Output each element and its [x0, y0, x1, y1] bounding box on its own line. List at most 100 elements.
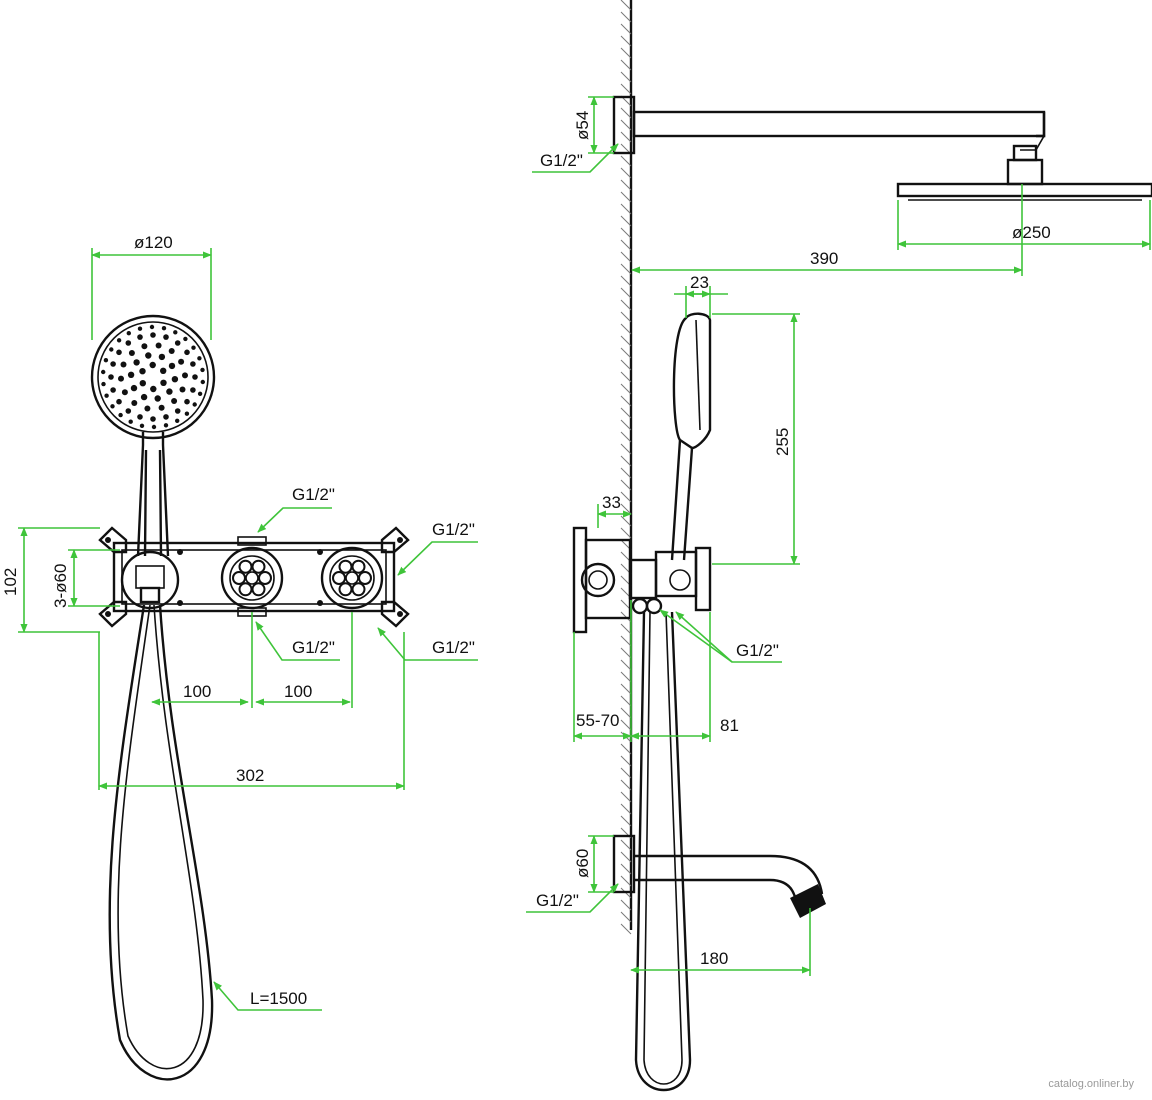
nozzle-dot: [137, 334, 143, 340]
dim-hand-shower-diameter: ø120: [134, 233, 173, 252]
hatch-line: [620, 527, 632, 539]
valve-petal: [232, 571, 246, 585]
shower-hose-side: [634, 611, 692, 1092]
nozzle-dot: [141, 343, 148, 350]
nozzle-dot: [184, 398, 190, 405]
hatch-line: [620, 839, 632, 851]
hatch-line: [620, 311, 632, 323]
nozzle-dot: [125, 408, 132, 414]
hatch-line: [620, 419, 632, 431]
hatch-line: [620, 35, 632, 47]
nozzle-dot: [163, 423, 169, 428]
nozzle-dot: [192, 402, 197, 407]
dim-hand-shower-thickness: 23: [690, 273, 709, 292]
valve-petal: [251, 582, 266, 597]
hatch-line: [620, 347, 632, 359]
hatch-line: [620, 479, 632, 491]
nozzle-dot: [137, 326, 143, 331]
mixer-side-body: [572, 526, 712, 634]
dim-overall-width: 302: [236, 766, 264, 785]
nozzle-dot: [191, 345, 196, 350]
nozzle-dot: [158, 404, 165, 411]
valve-right: [320, 546, 384, 610]
hatch-line: [620, 695, 632, 707]
nozzle-dot: [192, 374, 198, 380]
hatch-line: [620, 71, 632, 83]
nozzle-dot: [173, 330, 178, 335]
nozzle-dot: [110, 387, 116, 393]
dim-head-diameter: ø250: [1012, 223, 1051, 242]
hatch-line: [620, 623, 632, 635]
dim-spout-flange-diameter: ø60: [573, 849, 592, 878]
valve-petal: [258, 571, 272, 585]
nozzle-dot: [108, 374, 114, 380]
valve-petal: [338, 559, 353, 574]
hatch-line: [620, 359, 632, 371]
nozzle-dot: [149, 361, 156, 369]
dim-hand-shower-length: 255: [773, 428, 792, 456]
nozzle-dot: [171, 376, 179, 383]
hatch-line: [620, 803, 632, 815]
nozzle-dot: [160, 379, 167, 386]
hatch-line: [620, 647, 632, 659]
hatch-line: [620, 467, 632, 479]
hatch-line: [620, 899, 632, 911]
valve-petal: [238, 559, 253, 574]
nozzle-dot: [109, 347, 114, 352]
nozzle-dot: [133, 359, 140, 366]
nozzle-dot: [161, 326, 167, 331]
nozzle-dot: [139, 380, 146, 387]
nozzle-dot: [128, 419, 133, 424]
label-thread-head: G1/2": [540, 151, 583, 170]
hatch-line: [620, 851, 632, 863]
nozzle-dot: [118, 412, 123, 418]
label-thread-right-bottom: G1/2": [432, 638, 475, 657]
hatch-line: [620, 251, 632, 263]
hatch-line: [620, 395, 632, 407]
nozzle-dot: [171, 398, 178, 404]
hatch-line: [620, 491, 632, 503]
spray-nozzles: [101, 324, 205, 430]
nozzle-dot: [125, 340, 132, 346]
nozzle-dot: [150, 385, 157, 393]
nozzle-dot: [101, 369, 106, 375]
nozzle-dot: [184, 349, 190, 356]
nozzle-dot: [120, 361, 127, 368]
nozzle-dot: [131, 400, 138, 406]
hatch-line: [620, 47, 632, 59]
nozzle-dot: [140, 393, 148, 401]
dim-plate-height: 102: [1, 568, 20, 596]
dim-valve-diameter: 3-ø60: [51, 564, 70, 608]
hatch-line: [620, 431, 632, 443]
nozzle-dot: [200, 379, 205, 385]
hatch-line: [620, 743, 632, 755]
hand-shower-head: [90, 314, 216, 445]
overhead-shower: [612, 95, 1152, 201]
nozzle-dot: [158, 353, 166, 361]
dim-spacing-left: 100: [183, 682, 211, 701]
hatch-line: [620, 0, 632, 11]
nozzle-dot: [168, 348, 175, 354]
nozzle-dot: [197, 391, 203, 396]
hatch-line: [620, 227, 632, 239]
hatch-line: [620, 791, 632, 803]
dim-install-depth: 55-70: [576, 711, 619, 730]
nozzle-dot: [116, 349, 122, 356]
nozzle-dot: [200, 367, 205, 373]
hatch-line: [620, 671, 632, 683]
side-dimensions: ø54 G1/2" ø250 390 23 255 33 G1/2": [526, 96, 1151, 976]
valve-petal: [358, 571, 372, 585]
nozzle-dot: [184, 411, 190, 416]
hatch-line: [620, 119, 632, 131]
dim-projection: 81: [720, 716, 739, 735]
label-thread-top: G1/2": [292, 485, 335, 504]
hatch-line: [620, 263, 632, 275]
dim-body-offset: 33: [602, 493, 621, 512]
nozzle-dot: [166, 388, 173, 395]
dim-hose-length: L=1500: [250, 989, 307, 1008]
hatch-line: [620, 455, 632, 467]
valve-petal: [338, 582, 353, 597]
hand-shower-handle: [136, 444, 170, 557]
hatch-line: [620, 515, 632, 527]
